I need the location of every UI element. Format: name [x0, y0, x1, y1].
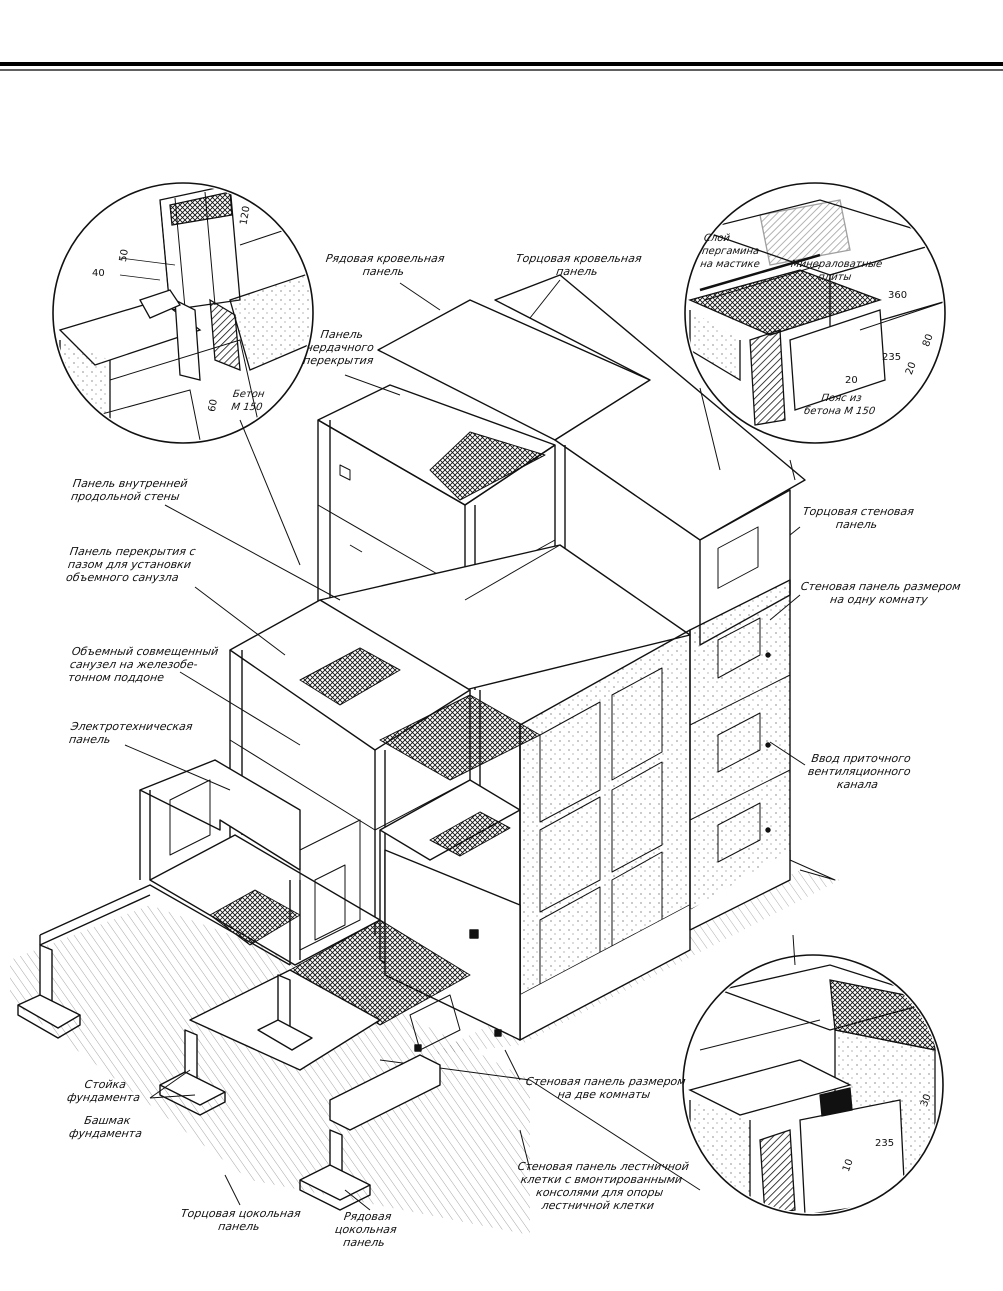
- label-line: плиты: [817, 272, 853, 283]
- label-foundation-post: Стойка фундамента: [66, 1078, 143, 1104]
- label-wall-panel-one-room: Стеновая панель размером на одну комнату: [798, 580, 961, 606]
- label-inner-long-wall-panel: Панель внутренней продольной стены: [70, 477, 188, 503]
- label-line: Башмак: [83, 1114, 132, 1127]
- label-end-plinth-panel: Торцовая цокольная панель: [178, 1207, 301, 1233]
- label-line: панель: [217, 1220, 261, 1233]
- dim-235-bottom: 235: [875, 1138, 895, 1149]
- label-concrete-belt: Пояс из бетона М 150: [803, 392, 878, 418]
- foundation-post-4: [299, 1129, 371, 1211]
- label-line: Рядовая кровельная: [325, 252, 446, 265]
- foundation-post-2: [159, 1029, 226, 1116]
- label-concrete-m150-left: Бетон М 150: [230, 388, 266, 414]
- detail-circle-top-right: [684, 182, 946, 444]
- label-line: Объемный совмещенный: [70, 645, 220, 658]
- label-row-plinth-panel: Рядовая цокольная панель: [332, 1210, 399, 1249]
- label-line: Стойка: [83, 1078, 127, 1091]
- label-line: Электротехническая: [70, 720, 194, 733]
- label-electrical-panel: Электротехническая панель: [68, 720, 193, 746]
- label-foundation-shoe: Башмак фундамента: [68, 1114, 145, 1140]
- dim-235-top: 235: [882, 352, 902, 363]
- dim-60: 60: [206, 398, 220, 413]
- label-line: бетона М 150: [803, 406, 876, 417]
- building-axonometric: [10, 274, 840, 1235]
- label-line: Панель перекрытия с: [68, 545, 197, 558]
- label-line: Слой: [703, 233, 731, 244]
- label-line: цокольная: [334, 1223, 398, 1236]
- label-line: Панель: [319, 328, 365, 341]
- label-attic-floor-panel: Панель чердачного перекрытия: [302, 328, 378, 367]
- label-line: Торцовая цокольная: [180, 1207, 302, 1220]
- page-top-rule: [0, 62, 1003, 71]
- label-line: объемного санузла: [65, 571, 180, 584]
- label-line: клетки с вмонтированными: [519, 1173, 684, 1186]
- label-line: лестничной клетки: [540, 1199, 655, 1212]
- label-end-roof-panel: Торцовая кровельная панель: [513, 252, 642, 278]
- label-line: Пояс из: [820, 393, 863, 404]
- label-line: Торцовая стеновая: [802, 505, 915, 518]
- label-line: на мастике: [699, 259, 761, 270]
- label-line: фундамента: [68, 1127, 143, 1140]
- label-line: канала: [836, 778, 879, 791]
- label-line: Стеновая панель размером: [525, 1075, 687, 1088]
- label-line: панель: [342, 1236, 386, 1249]
- label-line: пазом для установки: [67, 558, 192, 571]
- dim-40: 40: [92, 268, 105, 279]
- label-wall-panel-two-rooms: Стеновая панель размером на две комнаты: [523, 1075, 686, 1101]
- label-roofing-layer: Слой пергамина на мастике: [699, 232, 764, 271]
- label-line: пергамина: [701, 246, 760, 257]
- label-line: Минераловатные: [790, 259, 883, 270]
- label-mineral-wool: Минераловатные плиты: [788, 258, 883, 284]
- label-line: Стеновая панель размером: [800, 580, 962, 593]
- label-line: продольной стены: [70, 490, 181, 503]
- label-line: панель: [555, 265, 599, 278]
- detail-circle-bottom-right: [682, 954, 944, 1216]
- foundation-post-3: [257, 974, 313, 1051]
- label-floor-panel-groove: Панель перекрытия с пазом для установки …: [65, 545, 196, 584]
- label-row-roof-panel: Рядовая кровельная панель: [323, 252, 445, 278]
- label-line: Ввод приточного: [810, 752, 912, 765]
- label-line: панель: [68, 733, 112, 746]
- label-line: консолями для опоры: [535, 1186, 665, 1199]
- ground-surface: [10, 905, 530, 1235]
- label-end-wall-panel: Торцовая стеновая панель: [800, 505, 915, 531]
- label-line: Рядовая: [343, 1210, 393, 1223]
- label-bathroom-unit: Объемный совмещенный санузел на железобе…: [67, 645, 219, 684]
- label-line: вентиляционного: [807, 765, 912, 778]
- foundation-left-run: [39, 884, 291, 966]
- label-line: Стеновая панель лестничной: [516, 1160, 690, 1173]
- label-line: чердачного: [305, 341, 375, 354]
- row-plinth-panel: [329, 1054, 441, 1131]
- label-line: Панель внутренней: [72, 477, 189, 490]
- leader-lines: [124, 279, 806, 1211]
- label-line: санузел на железобе-: [69, 658, 199, 671]
- detail-circle-top-left: [52, 182, 314, 444]
- dim-360: 360: [888, 290, 908, 301]
- label-line: панель: [361, 265, 405, 278]
- label-line: панель: [834, 518, 879, 531]
- label-line: на две комнаты: [556, 1088, 652, 1101]
- label-line: М 150: [230, 402, 264, 413]
- label-line: фундамента: [66, 1091, 141, 1104]
- label-vent-channel: Ввод приточного вентиляционного канала: [805, 752, 913, 791]
- dim-50: 50: [117, 248, 131, 263]
- label-line: перекрытия: [302, 354, 375, 367]
- dim-20-top: 20: [845, 375, 858, 386]
- label-line: Торцовая кровельная: [515, 252, 643, 265]
- foundation-post-1: [17, 944, 81, 1039]
- label-stair-wall-panel: Стеновая панель лестничной клетки с вмон…: [511, 1160, 690, 1212]
- label-line: тонном поддоне: [67, 671, 165, 684]
- label-line: на одну комнату: [829, 593, 929, 606]
- label-line: Бетон: [232, 389, 266, 400]
